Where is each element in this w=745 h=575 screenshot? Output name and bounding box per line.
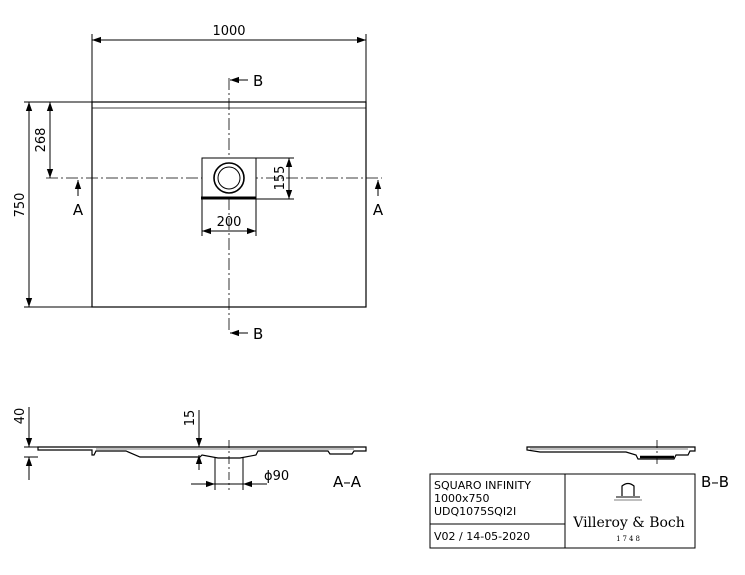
dim-label-box-height: 155 [273, 166, 288, 191]
article-code: UDQ1075SQI2I [434, 505, 516, 518]
dim-label-outlet: ϕ90 [264, 469, 289, 484]
product-size: 1000x750 [434, 492, 490, 505]
dim-label-box-width: 200 [217, 215, 242, 230]
title-block-frame [429, 473, 696, 549]
dim-label-height-drain: 15 [183, 410, 198, 427]
section-a-label: A–A [333, 473, 362, 491]
drain-inner-ring [217, 166, 241, 190]
drain-outer-ring [213, 162, 245, 194]
product-name: SQUARO INFINITY [434, 479, 531, 492]
section-marker-b-bottom: B [253, 325, 263, 343]
title-block [429, 473, 696, 549]
brand-year: 1748 [616, 535, 642, 543]
section-a-view [24, 407, 367, 490]
dim-label-drain-offset: 268 [34, 128, 49, 153]
section-a-profile [37, 446, 367, 459]
brand-logo-icon [621, 482, 635, 496]
section-b-label: B–B [701, 473, 729, 491]
section-b-profile [526, 446, 696, 460]
section-marker-a-left: A [73, 201, 84, 219]
section-marker-a-right: A [373, 201, 384, 219]
version-date: V02 / 14-05-2020 [434, 530, 530, 543]
section-marker-b-top: B [253, 72, 263, 90]
plan-view [24, 34, 382, 337]
dim-label-depth: 750 [13, 193, 28, 218]
brand-name: Villeroy & Boch [572, 515, 685, 531]
section-b-view [526, 440, 696, 464]
dim-label-width: 1000 [212, 24, 245, 39]
drain-box [201, 157, 257, 200]
dim-label-height-total: 40 [13, 408, 28, 425]
